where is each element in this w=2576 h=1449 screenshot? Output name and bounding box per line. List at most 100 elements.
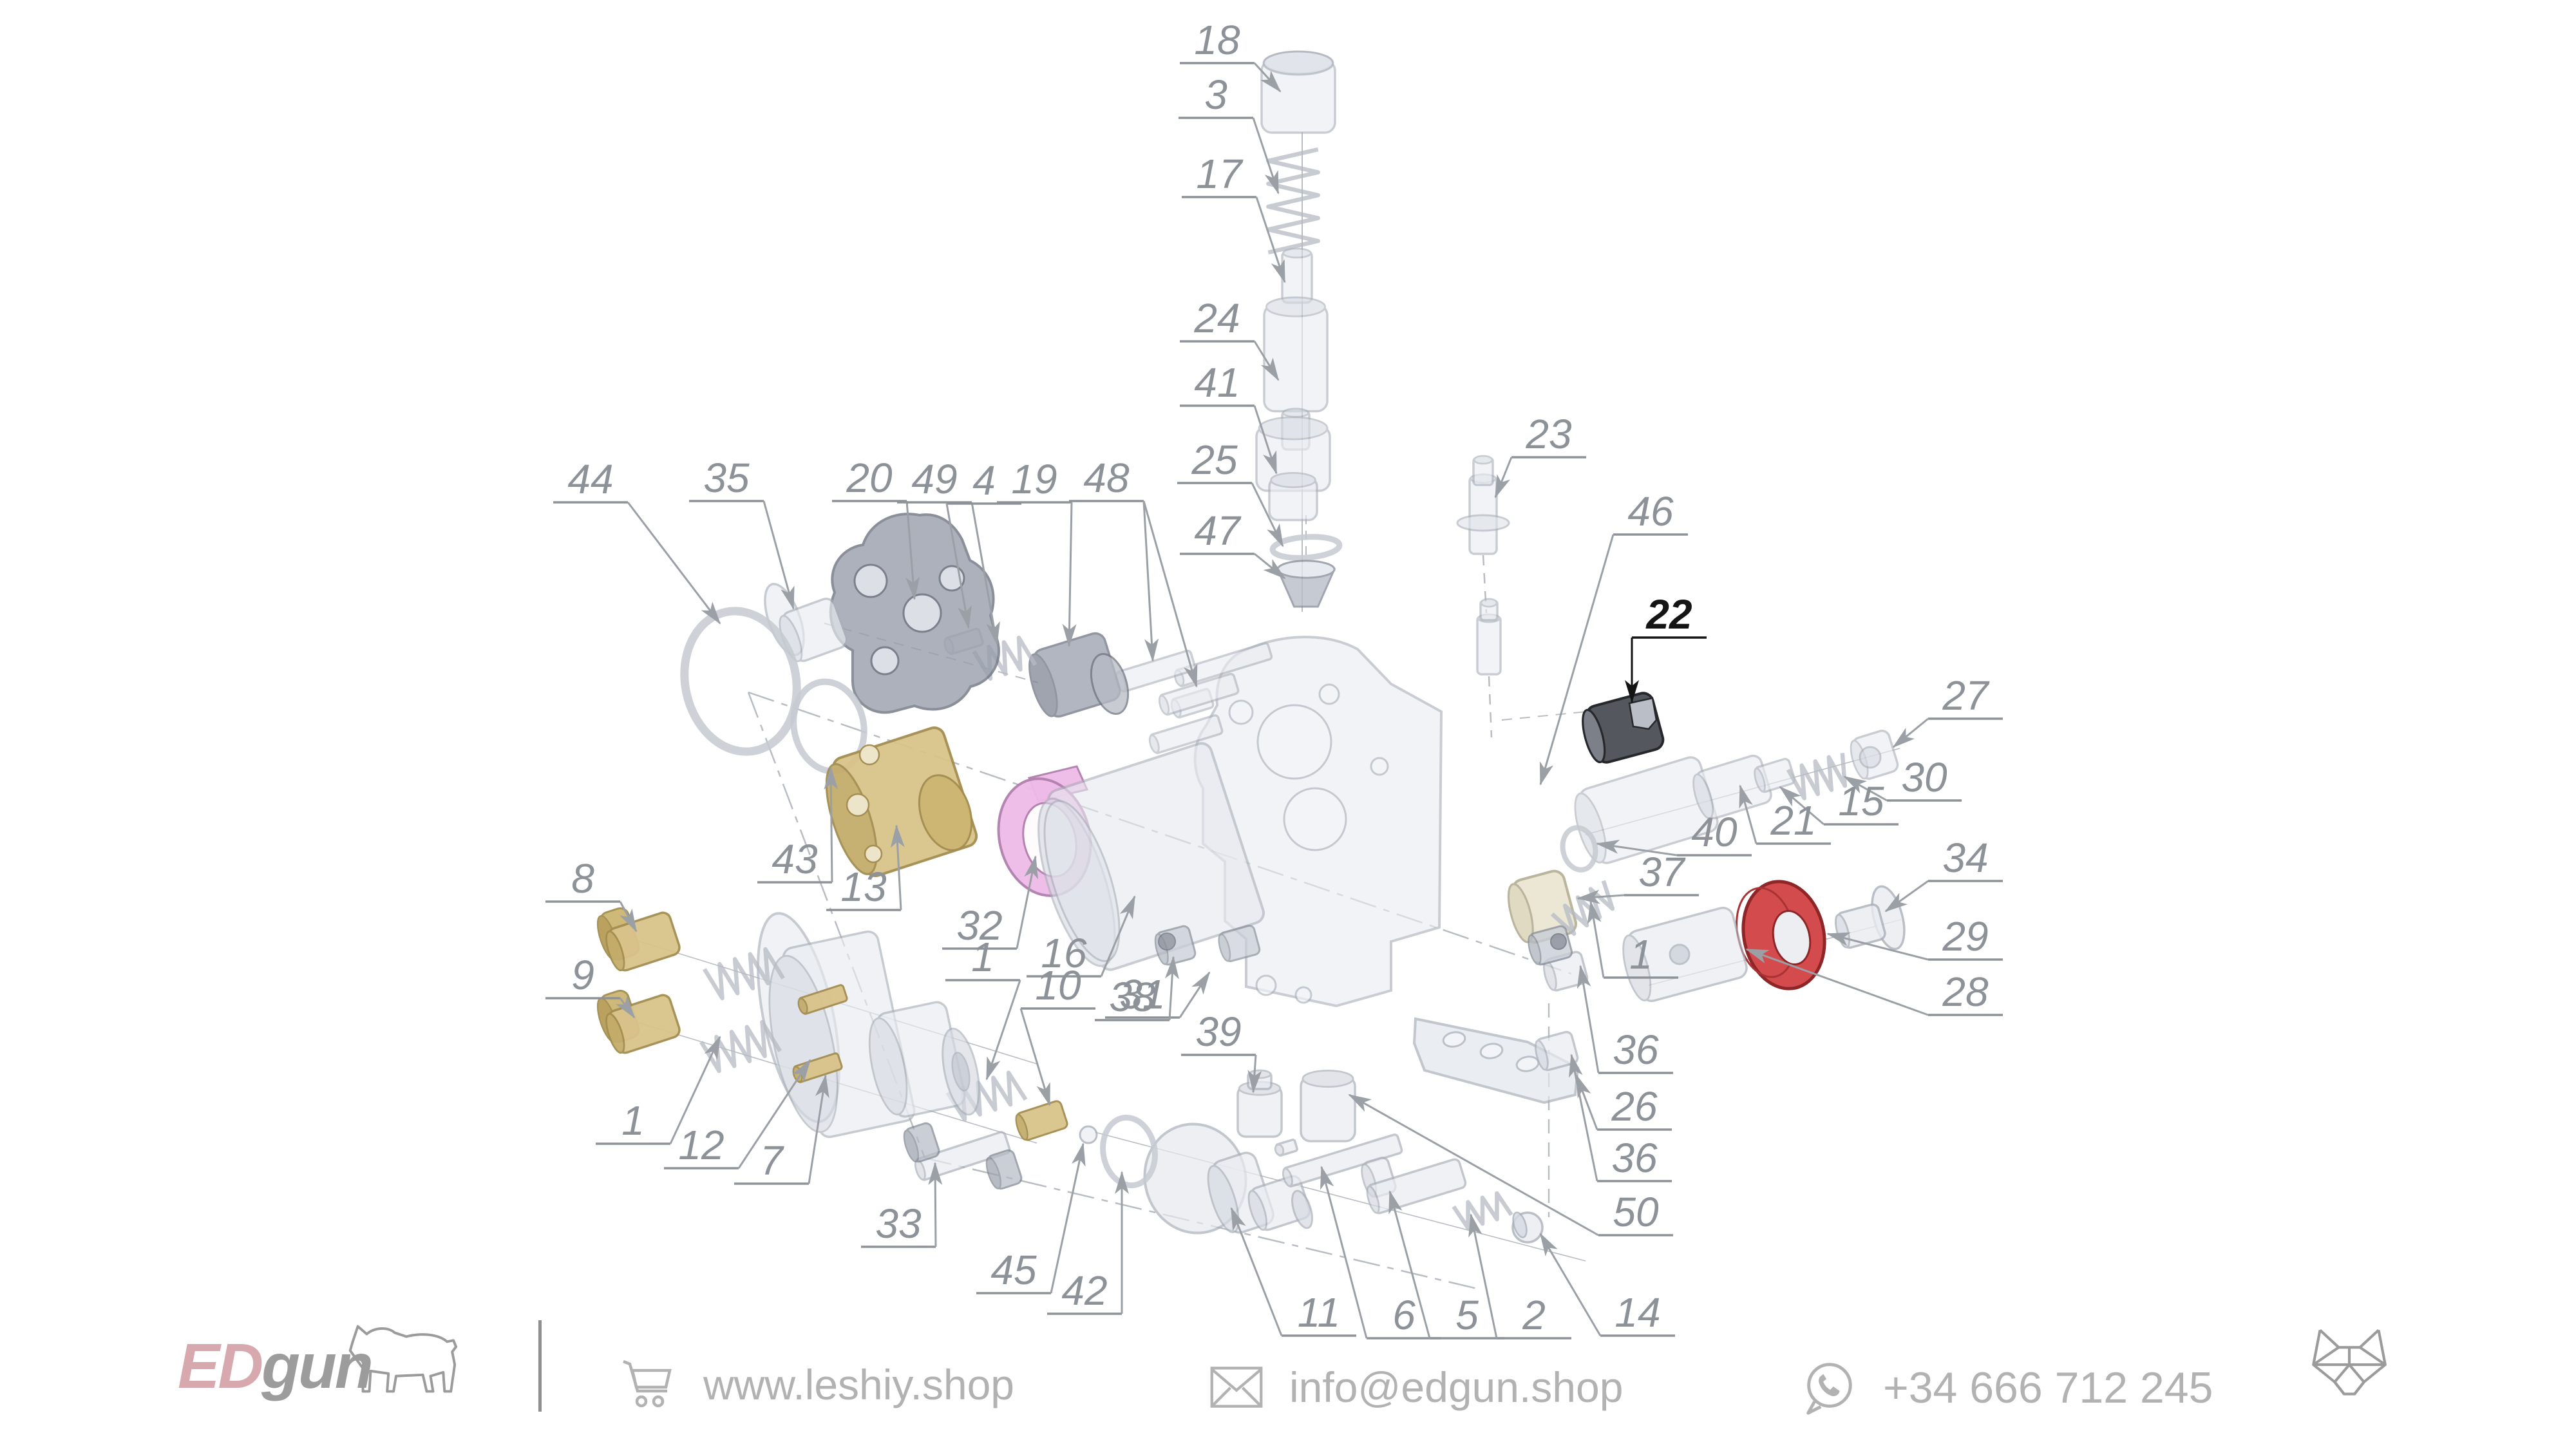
callout-35: 35 <box>689 455 795 610</box>
svg-text:12: 12 <box>678 1122 724 1168</box>
callout-39: 39 <box>1181 1009 1262 1094</box>
svg-text:9: 9 <box>571 952 594 998</box>
callout-50: 50 <box>1348 1094 1673 1236</box>
svg-text:16: 16 <box>1041 930 1087 976</box>
svg-text:14: 14 <box>1615 1289 1660 1336</box>
svg-text:24: 24 <box>1193 295 1240 341</box>
callout-36: 36 <box>1569 1054 1672 1182</box>
callout-18: 18 <box>1180 17 1282 93</box>
callout-2: 2 <box>1468 1213 1571 1340</box>
logo-gun-text: gun <box>261 1331 374 1401</box>
svg-text:36: 36 <box>1613 1027 1659 1073</box>
callout-15: 15 <box>1779 778 1899 826</box>
callout-33: 33 <box>861 1162 943 1248</box>
callout-29: 29 <box>1826 913 2003 961</box>
callout-1: 1 <box>945 934 1021 1081</box>
callout-41: 41 <box>1180 359 1278 475</box>
callout-30: 30 <box>1843 754 1962 802</box>
whatsapp-icon <box>1806 1363 1852 1415</box>
svg-text:32: 32 <box>956 902 1002 949</box>
svg-text:50: 50 <box>1613 1189 1659 1235</box>
svg-text:22: 22 <box>1645 591 1692 638</box>
svg-text:13: 13 <box>840 864 887 910</box>
callout-45: 45 <box>976 1142 1086 1294</box>
shopping-cart-icon <box>623 1359 672 1408</box>
callout-12: 12 <box>664 1059 811 1170</box>
callout-11: 11 <box>1230 1207 1356 1337</box>
callout-20: 20 <box>832 455 920 600</box>
svg-text:8: 8 <box>571 855 594 902</box>
callout-5: 5 <box>1388 1190 1504 1340</box>
svg-text:20: 20 <box>846 455 893 501</box>
svg-text:29: 29 <box>1942 913 1988 960</box>
email-text: info@edgun.shop <box>1289 1363 1624 1411</box>
svg-text:33: 33 <box>875 1200 922 1247</box>
svg-text:39: 39 <box>1195 1009 1241 1055</box>
dog-silhouette-icon <box>348 1325 458 1393</box>
svg-text:21: 21 <box>1770 797 1816 844</box>
svg-text:44: 44 <box>567 456 613 502</box>
svg-text:36: 36 <box>1611 1135 1658 1181</box>
edgun-logo: EDgun <box>178 1334 374 1397</box>
svg-text:38: 38 <box>1109 974 1155 1020</box>
website-text: www.leshiy.shop <box>703 1361 1014 1408</box>
svg-text:19: 19 <box>1011 456 1057 502</box>
callout-26: 26 <box>1575 1074 1672 1131</box>
svg-text:48: 48 <box>1083 455 1130 501</box>
callout-24: 24 <box>1180 295 1280 381</box>
svg-text:28: 28 <box>1942 969 1989 1015</box>
svg-text:45: 45 <box>990 1247 1037 1293</box>
svg-text:6: 6 <box>1392 1292 1416 1338</box>
callout-23: 23 <box>1494 411 1586 498</box>
svg-text:1: 1 <box>621 1097 645 1144</box>
svg-text:43: 43 <box>772 836 818 882</box>
svg-text:11: 11 <box>1298 1289 1340 1336</box>
fox-head-icon <box>2312 1329 2387 1396</box>
callout-1: 1 <box>596 1036 721 1145</box>
callout-28: 28 <box>1745 948 2003 1016</box>
email-link[interactable]: info@edgun.shop <box>1208 1363 1623 1412</box>
callout-42: 42 <box>1047 1171 1129 1315</box>
website-link[interactable]: www.leshiy.shop <box>620 1358 1014 1412</box>
callout-4: 4 <box>945 457 1021 629</box>
svg-text:34: 34 <box>1942 835 1988 881</box>
callout-27: 27 <box>1892 672 2003 748</box>
phone-text: +34 666 712 245 <box>1883 1363 2213 1412</box>
phone-link[interactable]: +34 666 712 245 <box>1798 1358 2213 1418</box>
svg-text:31: 31 <box>1119 971 1165 1018</box>
svg-text:18: 18 <box>1194 17 1240 63</box>
callout-13: 13 <box>826 824 905 911</box>
svg-text:5: 5 <box>1455 1292 1479 1338</box>
callout-44: 44 <box>553 456 721 625</box>
envelope-icon <box>1210 1367 1263 1408</box>
svg-text:46: 46 <box>1627 488 1674 535</box>
callout-17: 17 <box>1182 151 1286 283</box>
callout-47: 47 <box>1180 507 1286 580</box>
svg-text:49: 49 <box>911 456 957 502</box>
callout-43: 43 <box>757 766 838 884</box>
svg-text:1: 1 <box>971 934 994 980</box>
callout-34: 34 <box>1884 835 2003 913</box>
callout-25: 25 <box>1177 437 1284 547</box>
svg-text:1: 1 <box>1629 931 1653 978</box>
callout-48: 48 <box>1069 455 1198 688</box>
svg-text:3: 3 <box>1204 71 1227 118</box>
callout-38: 38 <box>1095 956 1179 1021</box>
svg-text:27: 27 <box>1942 672 1990 719</box>
svg-text:35: 35 <box>703 455 750 501</box>
svg-text:23: 23 <box>1525 411 1572 457</box>
svg-text:47: 47 <box>1194 507 1242 554</box>
callout-32: 32 <box>942 855 1039 950</box>
callout-10: 10 <box>1019 962 1095 1106</box>
callout-9: 9 <box>545 952 636 1019</box>
callout-8: 8 <box>545 855 638 933</box>
callout-1: 1 <box>1587 900 1678 979</box>
svg-text:2: 2 <box>1522 1292 1546 1338</box>
callout-14: 14 <box>1539 1233 1675 1337</box>
svg-text:4: 4 <box>972 457 996 504</box>
footer-divider <box>538 1320 542 1412</box>
callout-7: 7 <box>734 1074 829 1185</box>
svg-text:30: 30 <box>1901 754 1947 800</box>
